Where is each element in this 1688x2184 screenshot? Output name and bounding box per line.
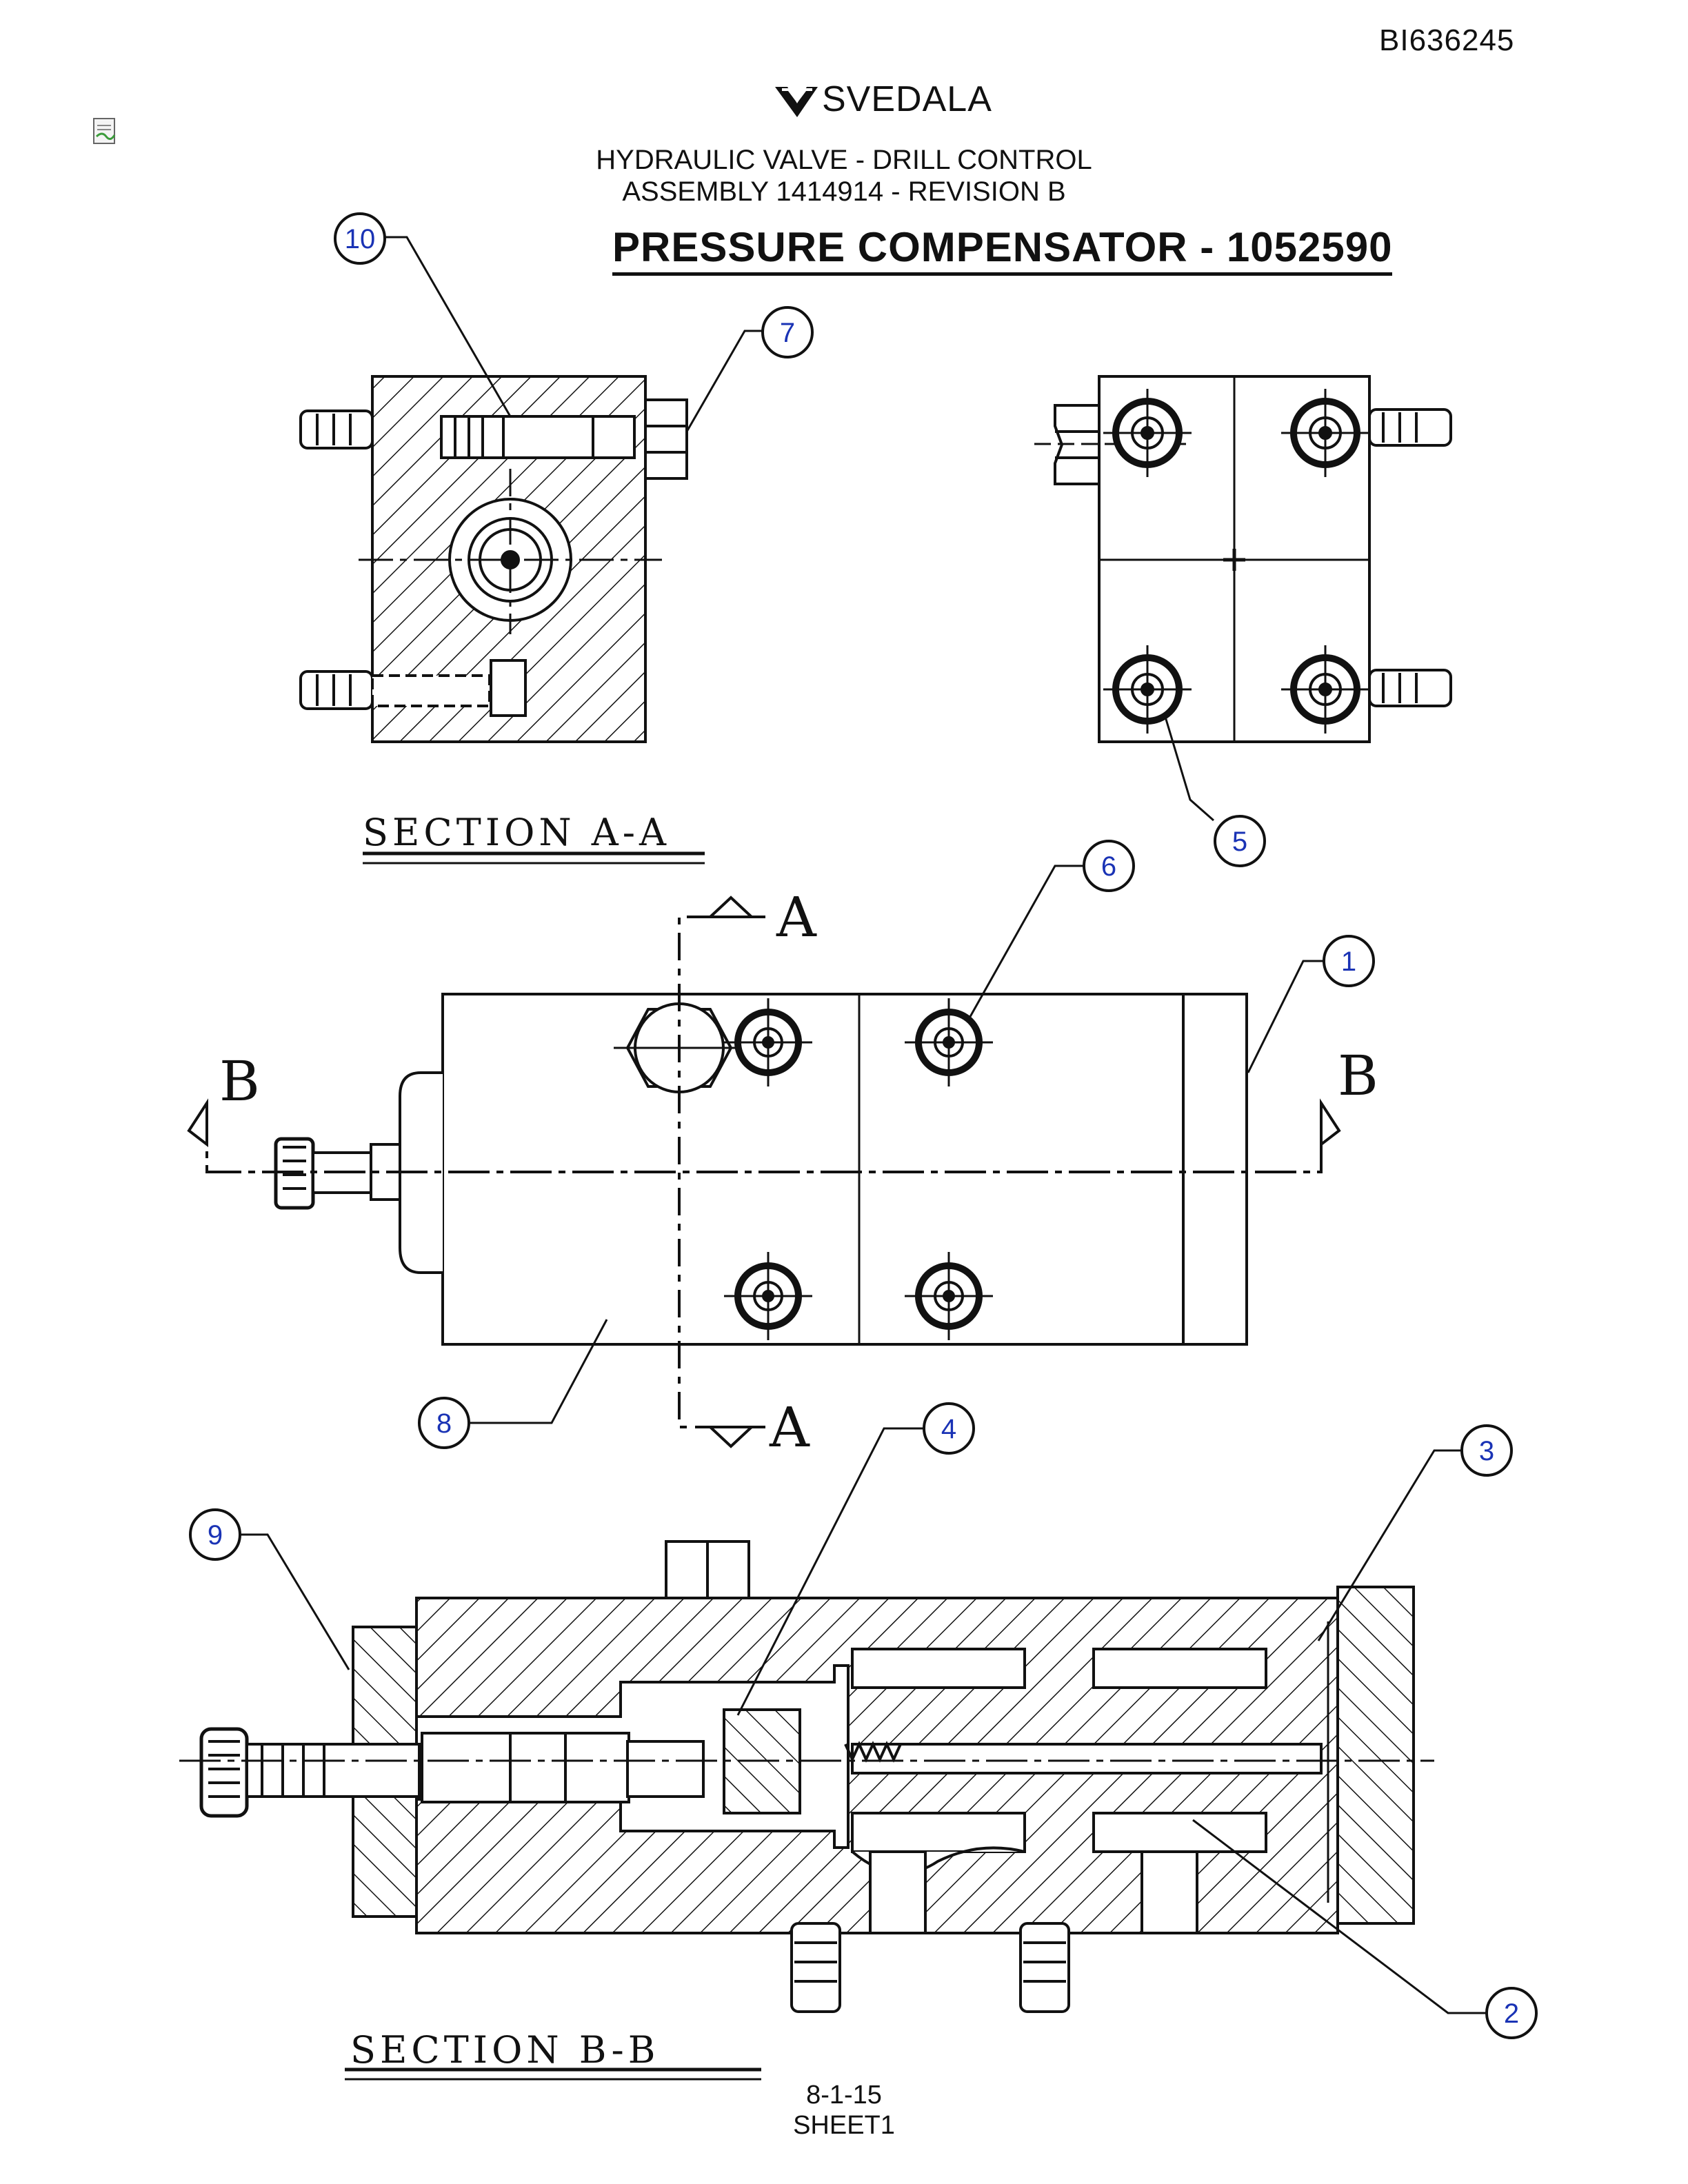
brand-name: SVEDALA xyxy=(822,79,992,119)
callout-1: 1 xyxy=(1323,935,1375,987)
section-bb-view xyxy=(179,1540,1434,2013)
svg-text:9: 9 xyxy=(208,1520,223,1550)
attachment-icon[interactable] xyxy=(91,116,119,146)
callout-3: 3 xyxy=(1460,1424,1513,1477)
svg-text:5: 5 xyxy=(1232,827,1247,857)
end-view xyxy=(1034,375,1452,743)
section-aa-view xyxy=(299,375,688,743)
callout-2: 2 xyxy=(1485,1987,1538,2039)
leader-lines xyxy=(240,236,1489,2014)
callout-6: 6 xyxy=(1083,840,1135,892)
callout-10: 10 xyxy=(334,212,386,265)
cut-letter-a-bottom: A xyxy=(769,1395,810,1459)
svg-text:1: 1 xyxy=(1341,947,1356,977)
svg-text:8: 8 xyxy=(436,1408,452,1439)
svedala-logo-icon xyxy=(775,87,818,117)
main-title: PRESSURE COMPENSATOR - 1052590 xyxy=(612,223,1393,276)
svg-text:7: 7 xyxy=(780,318,795,348)
sheet-label: SHEET1 xyxy=(793,2111,895,2140)
section-bb-label: SECTION B-B xyxy=(350,2028,659,2072)
callout-balloons: 10 7 5 6 1 8 4 3 9 2 xyxy=(189,212,1538,2039)
cut-letter-b-right: B xyxy=(1338,1044,1378,1108)
brand-logo: SVEDALA xyxy=(772,74,993,123)
cut-letter-b-left: B xyxy=(219,1049,260,1113)
document-id: BI636245 xyxy=(1379,23,1515,57)
callout-5: 5 xyxy=(1214,815,1266,867)
cut-letter-a-top: A xyxy=(776,885,817,949)
page-number: 8-1-15 xyxy=(806,2081,882,2110)
svg-text:6: 6 xyxy=(1101,851,1116,882)
callout-4: 4 xyxy=(923,1402,975,1455)
svg-text:3: 3 xyxy=(1479,1436,1494,1466)
section-aa-label: SECTION A-A xyxy=(363,811,670,854)
title-line-1: HYDRAULIC VALVE - DRILL CONTROL xyxy=(596,145,1092,175)
svg-text:10: 10 xyxy=(345,224,376,254)
svg-text:2: 2 xyxy=(1504,1999,1519,2029)
title-line-2: ASSEMBLY 1414914 - REVISION B xyxy=(622,176,1066,207)
svg-text:4: 4 xyxy=(941,1414,956,1444)
callout-8: 8 xyxy=(418,1397,470,1449)
callout-7: 7 xyxy=(761,306,814,358)
top-view xyxy=(187,896,1341,1448)
callout-9: 9 xyxy=(189,1508,241,1561)
